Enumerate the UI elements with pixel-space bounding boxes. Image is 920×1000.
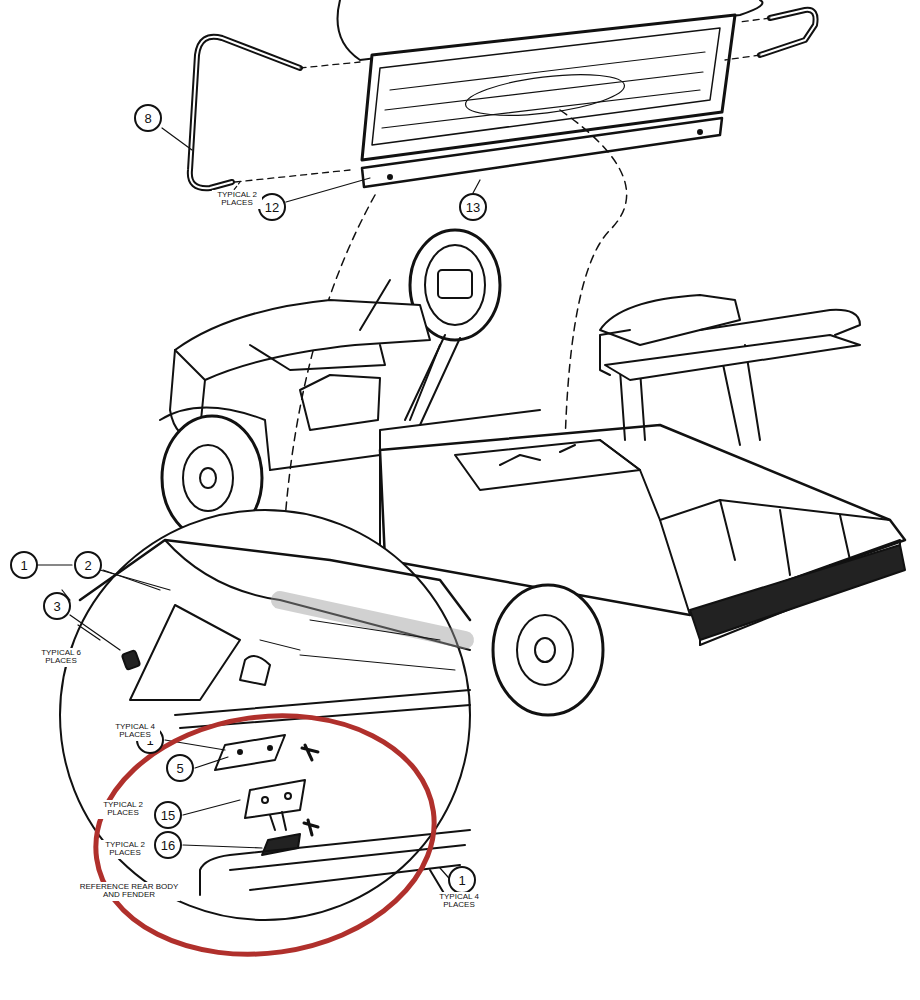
callout-number: 8	[144, 112, 151, 125]
callout-circle: 2	[74, 551, 102, 579]
callout-number: 3	[53, 600, 60, 613]
callout-number: 16	[161, 839, 175, 852]
callout-circle: 16	[154, 831, 182, 859]
callout-number: 1	[20, 559, 27, 572]
callout-note: TYPICAL 4 PLACES	[110, 722, 160, 741]
callout-number: 12	[265, 201, 279, 214]
callout-note: TYPICAL 6 PLACES	[36, 648, 86, 667]
callout-number: 13	[466, 201, 480, 214]
callout-circle: 12	[258, 193, 286, 221]
callout-note: TYPICAL 4 PLACES	[432, 892, 486, 911]
callout-note: TYPICAL 2 PLACES	[100, 840, 150, 859]
callout-number: 1	[458, 874, 465, 887]
callout-note: REFERENCE REAR BODY AND FENDER	[78, 882, 180, 901]
callout-circle: 5	[166, 754, 194, 782]
callout-circle: 1	[10, 551, 38, 579]
callout-circle: 13	[459, 193, 487, 221]
callout-number: 5	[176, 762, 183, 775]
callout-number: 2	[84, 559, 91, 572]
callout-note: TYPICAL 2 PLACES	[212, 190, 262, 209]
callout-circle: 3	[43, 592, 71, 620]
callout-circle: 15	[154, 801, 182, 829]
callout-note: TYPICAL 2 PLACES	[98, 800, 148, 819]
callout-circle: 1	[448, 866, 476, 894]
callout-number: 15	[161, 809, 175, 822]
callout-circle: 8	[134, 104, 162, 132]
